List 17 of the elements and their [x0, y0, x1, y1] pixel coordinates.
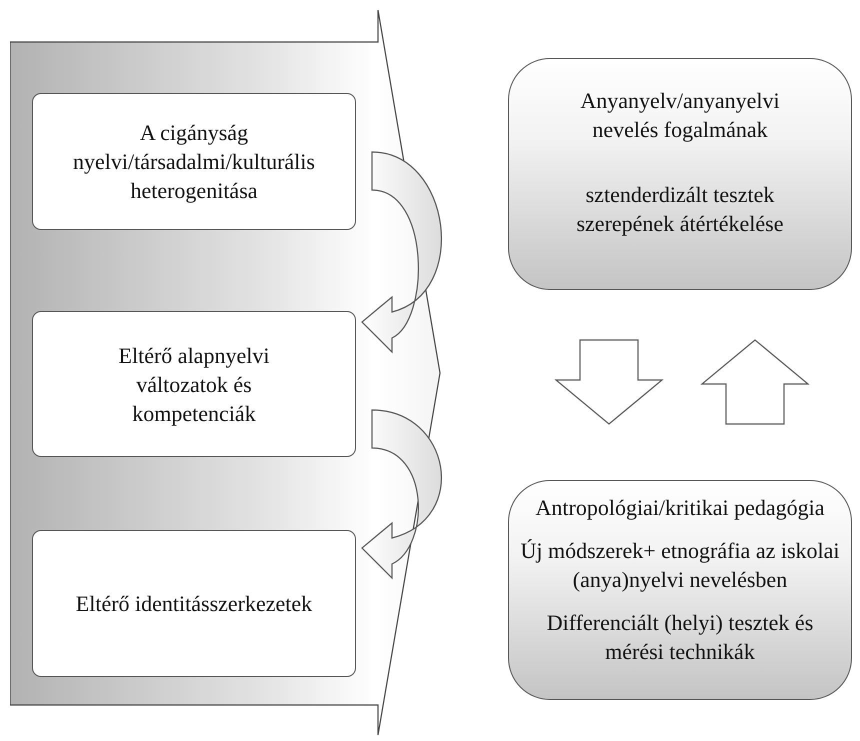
rounded-box — [508, 58, 852, 290]
box-text: Anyanyelv/anyanyelvi nevelés fogalmának — [579, 87, 781, 144]
box-text: sztenderdizált tesztek szerepének átértékelése — [575, 181, 785, 238]
box-text: A cigányság nyelvi/társadalmi/kulturális heterogenitása — [72, 119, 316, 205]
text-box — [32, 311, 356, 457]
arrow — [700, 339, 810, 425]
box-text: Eltérő identitásszerkezetek — [76, 590, 312, 618]
box-text: Differenciált (helyi) tesztek és mérési technikák — [546, 609, 814, 666]
box-text: Eltérő alapnyelvi változatok és kompetenciák — [118, 342, 270, 428]
box-text: Antropológiai/kritikai pedagógia — [536, 494, 824, 522]
text-box — [32, 93, 356, 230]
arrow — [554, 339, 664, 425]
rounded-box — [508, 480, 852, 700]
arrow — [361, 151, 442, 353]
arrow — [361, 409, 442, 579]
text-box — [32, 530, 356, 677]
box-text: Új módszerek+ etnográfia az iskolai (anya)nyelvi nevelésben — [519, 537, 841, 594]
